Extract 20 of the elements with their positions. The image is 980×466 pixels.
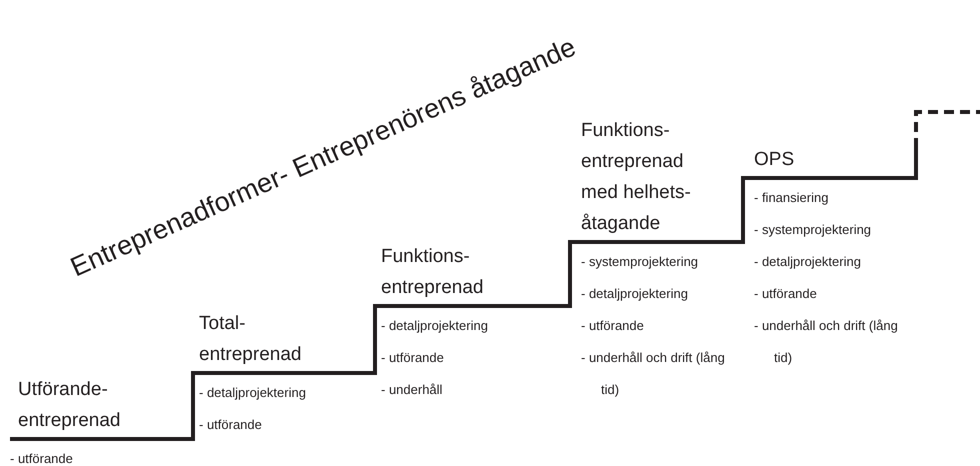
- task-item: - utförande: [199, 416, 263, 434]
- task-item: - finansiering: [754, 189, 830, 207]
- task-item: - utförande: [754, 285, 818, 303]
- task-item: - utförande: [10, 450, 74, 466]
- task-item: - utförande: [381, 349, 445, 367]
- step-heading: Utförande- entreprenad: [18, 378, 122, 433]
- task-item: - underhåll och drift (lång tid): [581, 349, 726, 399]
- task-item: - underhåll och drift (lång tid): [754, 317, 899, 367]
- step-heading: OPS: [754, 148, 796, 172]
- task-item: - systemprojektering: [581, 253, 700, 271]
- task-item: - detaljprojektering: [381, 317, 489, 335]
- task-item: - underhåll: [381, 381, 444, 399]
- task-item: - utförande: [581, 317, 645, 335]
- task-item: - detaljprojektering: [581, 285, 689, 303]
- task-item: - systemprojektering: [754, 221, 872, 239]
- step-heading: Funktions- entreprenad med helhets- åtagande: [581, 119, 692, 236]
- task-item: - detaljprojektering: [754, 253, 862, 271]
- step-heading: Funktions- entreprenad: [381, 245, 484, 300]
- task-item: - detaljprojektering: [199, 384, 307, 402]
- step-heading: Total- entreprenad: [199, 312, 302, 367]
